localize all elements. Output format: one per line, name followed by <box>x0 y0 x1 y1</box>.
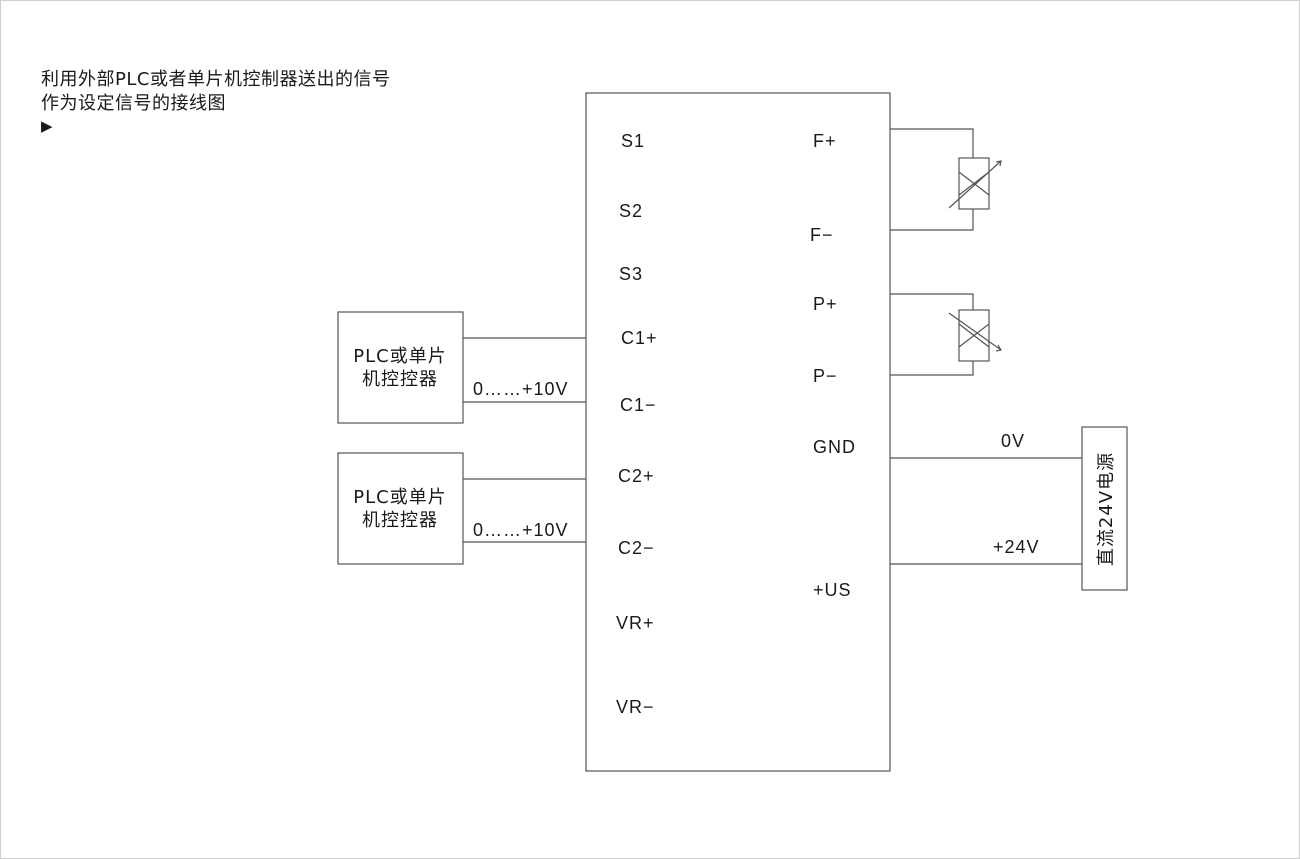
p-pot-arrow <box>948 312 1002 351</box>
terminal-p-plus: P+ <box>813 294 838 314</box>
terminal-c1-minus: C1− <box>620 395 657 415</box>
terminal-us: +US <box>813 580 852 600</box>
p-pot-cross-b <box>958 323 990 348</box>
p-potentiometer <box>958 309 990 362</box>
power-supply-box <box>1081 426 1128 591</box>
title-line-2: 作为设定信号的接线图 <box>41 93 226 114</box>
plc2-signal-range: 0……+10V <box>473 520 569 540</box>
diagram-title: 利用外部PLC或者单片机控制器送出的信号 作为设定信号的接线图 ▶ <box>41 68 390 136</box>
terminal-f-minus: F− <box>810 225 834 245</box>
f-potentiometer <box>958 157 990 210</box>
terminal-s2: S2 <box>619 201 643 221</box>
plc-box-1 <box>337 311 464 424</box>
terminal-s3: S3 <box>619 264 643 284</box>
controller-box <box>585 92 891 772</box>
terminal-vr-plus: VR+ <box>616 613 655 633</box>
plc1-label-line2: 机控控器 <box>362 369 438 390</box>
wire-f-plus <box>890 128 974 158</box>
zero-volt-label: 0V <box>1001 431 1025 451</box>
plc2-label-line2: 机控控器 <box>362 510 438 531</box>
terminal-vr-minus: VR− <box>616 697 655 717</box>
terminal-f-plus: F+ <box>813 131 837 151</box>
wire-p-minus <box>890 361 974 376</box>
terminal-c1-plus: C1+ <box>621 328 658 348</box>
plus-24v-label: +24V <box>993 537 1040 557</box>
wire-f-minus <box>890 209 974 231</box>
plc1-label-line1: PLC或单片 <box>353 346 446 367</box>
wire-p-plus <box>890 293 974 310</box>
title-line-1: 利用外部PLC或者单片机控制器送出的信号 <box>41 69 391 90</box>
f-pot-arrowhead <box>995 160 1002 167</box>
terminal-c2-plus: C2+ <box>618 466 655 486</box>
f-pot-arrow <box>948 160 1002 209</box>
p-pot-arrowhead <box>995 344 1002 352</box>
plc-box-2 <box>337 452 464 565</box>
power-supply-label: 直流24V电源 <box>1096 452 1117 566</box>
plc2-label-line1: PLC或单片 <box>353 487 446 508</box>
terminal-s1: S1 <box>621 131 645 151</box>
terminal-c2-minus: C2− <box>618 538 655 558</box>
plc1-signal-range: 0……+10V <box>473 379 569 399</box>
terminal-gnd: GND <box>813 437 856 457</box>
play-arrow-icon: ▶ <box>41 117 54 135</box>
terminal-p-minus: P− <box>813 366 838 386</box>
